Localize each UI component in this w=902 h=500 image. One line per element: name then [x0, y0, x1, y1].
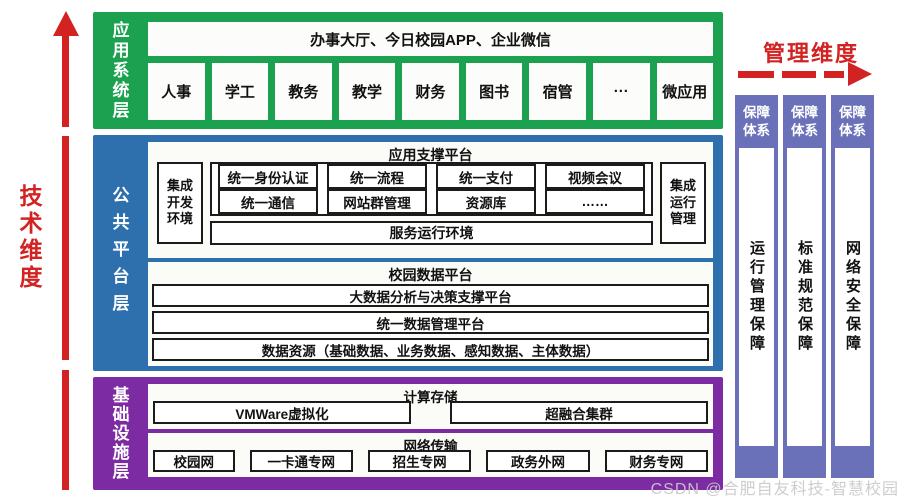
resource-library-box: 资源库	[436, 189, 536, 214]
ellipsis-box: ……	[545, 189, 645, 214]
network-transmission-panel: 网络传输 校园网 一卡通专网 招生专网 政务外网 财务专网	[148, 433, 713, 477]
admissions-private-network-box: 招生专网	[367, 450, 472, 472]
infrastructure-layer-label: 基础设施层	[109, 386, 129, 481]
app-support-platform-body: 集成开发环境 统一身份认证 统一流程 统一支付 视频会议 统一通信 网	[148, 162, 713, 251]
compute-storage-title: 计算存储	[403, 390, 458, 405]
integrated-dev-environment-box: 集成开发环境	[157, 162, 203, 244]
unified-payment-box: 统一支付	[436, 164, 536, 189]
pillar-body: 标准规范保障	[787, 148, 822, 447]
website-group-mgmt-box: 网站群管理	[327, 189, 427, 214]
video-conference-box: 视频会议	[545, 164, 645, 189]
up-arrow-icon	[53, 11, 79, 36]
government-external-network-box: 政务外网	[486, 450, 590, 472]
app-box-dormitory: 宿管	[529, 63, 586, 120]
technical-dimension-label: 技术维度	[16, 184, 42, 292]
left-axis-line-segment	[62, 370, 69, 490]
app-box-finance: 财务	[402, 63, 459, 120]
unified-workflow-box: 统一流程	[327, 164, 427, 189]
network-transmission-row: 校园网 一卡通专网 招生专网 政务外网 财务专网	[148, 450, 713, 472]
big-data-analysis-bar: 大数据分析与决策支撑平台	[152, 284, 709, 307]
onecard-private-network-box: 一卡通专网	[249, 450, 353, 472]
right-arrow-icon	[848, 62, 872, 86]
app-box-academic-affairs: 教务	[275, 63, 332, 120]
pillar-operation-management-guarantee: 保障体系 运行管理保障	[735, 95, 778, 478]
pillar-network-security-guarantee: 保障体系 网络安全保障	[831, 95, 874, 478]
app-support-platform-title: 应用支撑平台	[388, 147, 473, 163]
integrated-operation-mgmt-box: 集成运行管理	[660, 162, 706, 244]
unified-data-mgmt-bar: 统一数据管理平台	[152, 311, 709, 334]
compute-storage-row: VMWare虚拟化 超融合集群	[148, 401, 713, 424]
guarantee-system-header: 保障体系	[743, 105, 770, 139]
public-platform-layer-label: 公共平台层	[109, 185, 129, 321]
right-axis-dash	[782, 71, 816, 78]
left-axis-line-segment	[62, 136, 69, 360]
compute-storage-panel: 计算存储 VMWare虚拟化 超融合集群	[148, 384, 713, 429]
left-axis-line-segment	[62, 35, 69, 127]
unified-communication-box: 统一通信	[218, 189, 318, 214]
vmware-virtualization-box: VMWare虚拟化	[153, 401, 412, 424]
infrastructure-layer-content: 计算存储 VMWare虚拟化 超融合集群 网络传输 校园网 一卡通专网 招生专网…	[148, 377, 713, 490]
application-boxes-row: 人事 学工 教务 教学 财务 图书 宿管 ··· 微应用	[148, 63, 714, 120]
application-system-layer-content: 办事大厅、今日校园APP、企业微信 人事 学工 教务 教学 财务 图书 宿管 ·…	[148, 12, 714, 129]
app-box-library: 图书	[465, 63, 523, 120]
right-axis-dash	[824, 71, 844, 78]
hyperconverged-cluster-box: 超融合集群	[449, 401, 708, 424]
public-platform-layer-content: 应用支撑平台 集成开发环境 统一身份认证 统一流程 统一支付 视频会议	[148, 135, 713, 371]
campus-data-platform-title: 校园数据平台	[388, 267, 473, 283]
right-axis-dash	[738, 71, 774, 78]
campus-data-platform-bars: 大数据分析与决策支撑平台 统一数据管理平台 数据资源（基础数据、业务数据、感知数…	[148, 282, 713, 361]
app-box-teaching: 教学	[338, 63, 396, 120]
campus-network-box: 校园网	[153, 450, 235, 472]
portal-services-bar: 办事大厅、今日校园APP、企业微信	[148, 22, 713, 56]
management-dimension-label: 管理维度	[762, 41, 859, 66]
pillar-standard-specification-guarantee: 保障体系 标准规范保障	[783, 95, 826, 478]
pillar-body: 网络安全保障	[835, 148, 870, 447]
app-support-platform-panel: 应用支撑平台 集成开发环境 统一身份认证 统一流程 统一支付 视频会议	[148, 142, 713, 258]
standard-specification-guarantee-text: 标准规范保障	[796, 240, 813, 355]
operation-management-guarantee-text: 运行管理保障	[748, 240, 765, 355]
application-system-layer-label: 应用系统层	[109, 20, 129, 121]
unified-services-row-1: 统一身份认证 统一流程 统一支付 视频会议	[218, 164, 645, 189]
app-box-ellipsis: ···	[592, 63, 650, 120]
unified-services-grid: 统一身份认证 统一流程 统一支付 视频会议 统一通信 网站群管理 资源库 ……	[210, 162, 653, 216]
public-platform-layer-band: 公共平台层 应用支撑平台 集成开发环境 统一身份认证 统一流程 统一支付 视频会…	[93, 135, 723, 371]
service-runtime-environment-bar: 服务运行环境	[210, 221, 653, 245]
csdn-watermark: CSDN @合肥自友科技-智慧校园	[650, 481, 899, 498]
infrastructure-layer-band: 基础设施层 计算存储 VMWare虚拟化 超融合集群 网络传输 校园网 一卡通专…	[93, 377, 723, 490]
finance-private-network-box: 财务专网	[604, 450, 709, 472]
unified-identity-auth-box: 统一身份认证	[218, 164, 318, 189]
network-security-guarantee-text: 网络安全保障	[844, 240, 861, 355]
app-box-personnel: 人事	[148, 63, 205, 120]
unified-services-row-2: 统一通信 网站群管理 资源库 ……	[218, 189, 645, 214]
pillar-body: 运行管理保障	[739, 148, 774, 447]
application-system-layer-band: 应用系统层 办事大厅、今日校园APP、企业微信 人事 学工 教务 教学 财务 图…	[93, 12, 723, 129]
app-support-middle-column: 统一身份认证 统一流程 统一支付 视频会议 统一通信 网站群管理 资源库 ……	[210, 162, 653, 245]
campus-data-platform-panel: 校园数据平台 大数据分析与决策支撑平台 统一数据管理平台 数据资源（基础数据、业…	[148, 262, 713, 366]
guarantee-system-header: 保障体系	[791, 105, 818, 139]
guarantee-system-header: 保障体系	[839, 105, 866, 139]
data-resources-bar: 数据资源（基础数据、业务数据、感知数据、主体数据）	[152, 338, 709, 361]
app-box-micro-apps: 微应用	[656, 63, 714, 120]
network-transmission-title: 网络传输	[403, 439, 458, 454]
app-box-student-affairs: 学工	[211, 63, 269, 120]
